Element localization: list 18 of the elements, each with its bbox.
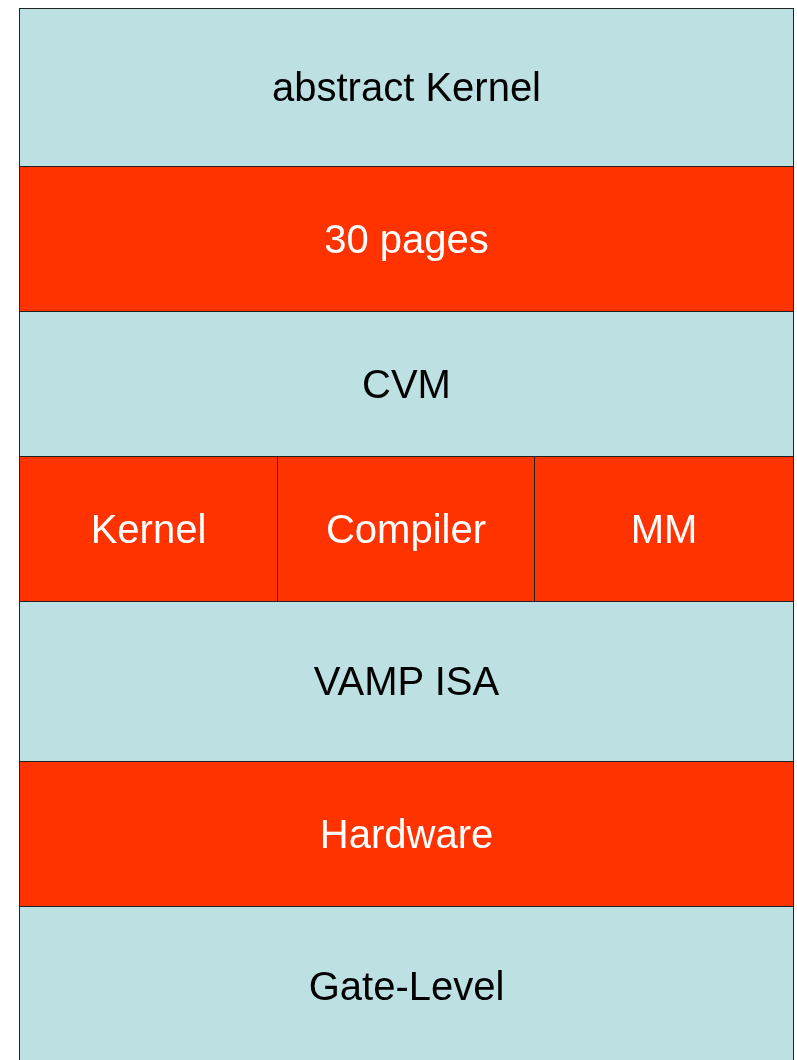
layer-band (534, 456, 794, 602)
layer-label: Hardware (319, 811, 494, 857)
layer-label: VAMP ISA (313, 659, 500, 704)
layer-label: Gate-Level (308, 963, 505, 1009)
layer-band (19, 166, 794, 312)
layer-band (19, 8, 794, 167)
layer-label: CVM (362, 361, 451, 407)
layer-band (19, 456, 278, 602)
layer-band (19, 761, 794, 907)
layer-band (19, 311, 794, 457)
layer-band (19, 601, 794, 762)
layer-band (277, 456, 535, 602)
layer-label: abstract Kernel (272, 65, 541, 110)
layer-label: Compiler (325, 506, 486, 552)
layer-band (19, 906, 794, 1060)
layer-label: MM (630, 506, 698, 552)
layer-label: Kernel (90, 506, 207, 552)
layer-label: 30 pages (324, 216, 489, 262)
